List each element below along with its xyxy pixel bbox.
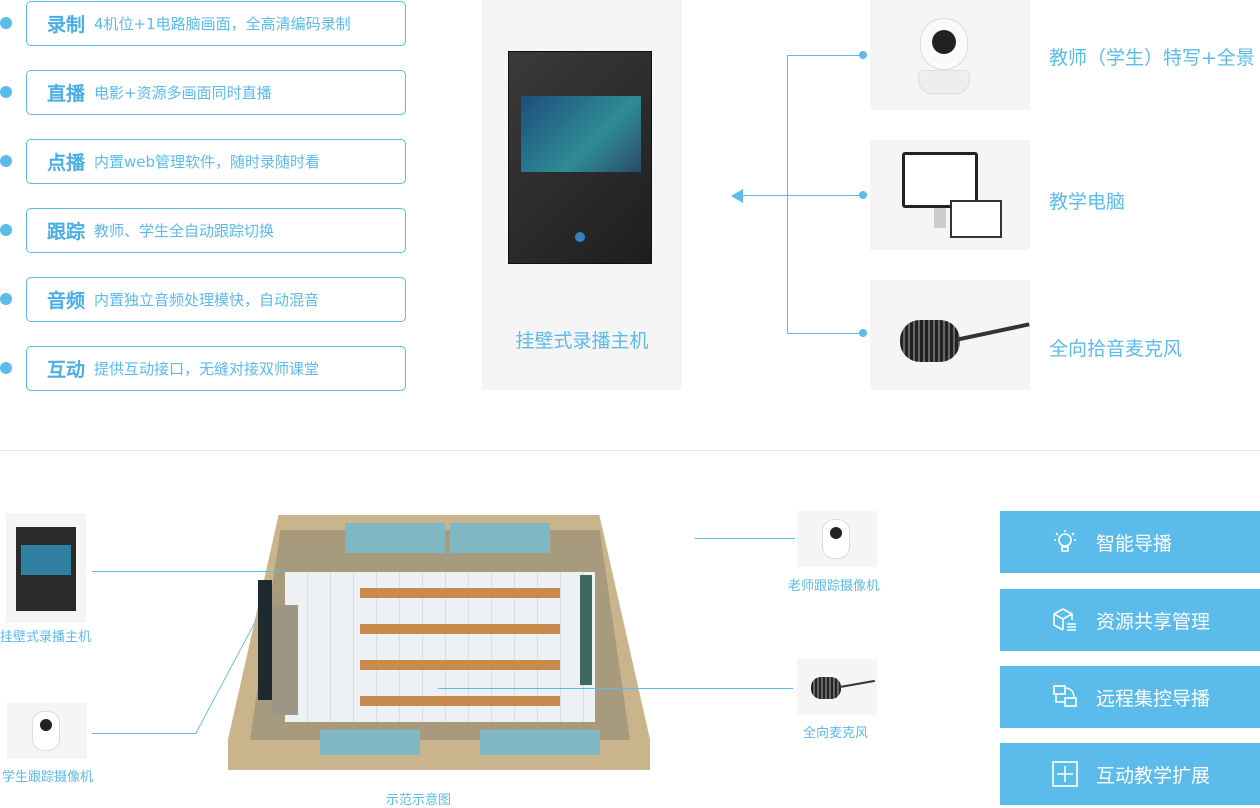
device-label: 教学电脑 <box>1049 191 1126 213</box>
bullet-dot <box>0 224 12 236</box>
student-camera-thumbnail <box>7 703 87 759</box>
connector-line <box>92 733 196 734</box>
microphone-icon <box>870 280 1030 390</box>
bullet-dot <box>0 293 12 305</box>
arrow-left-icon <box>731 189 743 203</box>
resource-sharing-button[interactable]: 资源共享管理 <box>1000 589 1260 651</box>
feature-vod: 点播内置web管理软件，随时录随时看 <box>26 139 406 184</box>
button-label: 远程集控导播 <box>1096 687 1211 710</box>
ptz-camera-icon <box>870 0 1030 110</box>
button-label: 互动教学扩展 <box>1096 764 1211 787</box>
power-button-icon <box>575 232 585 242</box>
host-caption: 挂壁式录播主机 <box>0 630 92 645</box>
student-camera-caption: 学生跟踪摄像机 <box>2 770 94 785</box>
feature-live: 直播电影+资源多画面同时直播 <box>26 70 406 115</box>
remote-screens-icon <box>1052 684 1078 710</box>
connector-line <box>787 55 863 56</box>
button-label: 资源共享管理 <box>1096 610 1211 633</box>
feature-desc: 内置独立音频处理模快，自动混音 <box>94 291 320 309</box>
bullet-dot <box>0 17 12 29</box>
bullet-dot <box>0 155 12 167</box>
host-device-image <box>508 51 652 264</box>
button-label: 智能导播 <box>1096 532 1173 555</box>
connector-dot <box>859 51 867 59</box>
section-divider <box>0 450 1260 451</box>
lightbulb-icon <box>1052 529 1078 555</box>
connector-line <box>787 55 788 333</box>
feature-interactive: 互动提供互动接口，无缝对接双师课堂 <box>26 346 406 391</box>
feature-desc: 内置web管理软件，随时录随时看 <box>94 153 321 171</box>
device-label: 教师（学生）特写+全景 <box>1049 47 1255 69</box>
diagram-caption: 示范示意图 <box>386 793 452 808</box>
connector-line <box>787 333 863 334</box>
bullet-dot <box>0 362 12 374</box>
connector-dot <box>859 329 867 337</box>
feature-audio: 音频内置独立音频处理模快，自动混音 <box>26 277 406 322</box>
connector-line <box>742 195 863 196</box>
smart-directing-button[interactable]: 智能导播 <box>1000 511 1260 573</box>
device-label: 全向拾音麦克风 <box>1049 338 1183 360</box>
host-label: 挂壁式录播主机 <box>515 330 649 352</box>
computer-icon <box>870 140 1030 250</box>
feature-title: 互动 <box>47 359 86 381</box>
microphone-thumbnail <box>797 659 877 715</box>
device-screen <box>521 96 641 172</box>
feature-title: 跟踪 <box>47 221 86 243</box>
host-thumbnail <box>6 513 86 623</box>
bullet-dot <box>0 86 12 98</box>
feature-desc: 电影+资源多画面同时直播 <box>94 84 272 102</box>
teacher-camera-thumbnail <box>797 511 877 567</box>
connector-dot <box>859 191 867 199</box>
cube-list-icon <box>1052 607 1078 633</box>
feature-desc: 提供互动接口，无缝对接双师课堂 <box>94 360 320 378</box>
feature-title: 点播 <box>47 152 86 174</box>
feature-title: 音频 <box>47 290 86 312</box>
plus-square-icon <box>1052 761 1078 787</box>
feature-title: 直播 <box>47 83 86 105</box>
remote-control-button[interactable]: 远程集控导播 <box>1000 666 1260 728</box>
feature-record: 录制 4机位+1电路脑画面，全高清编码录制 <box>26 1 406 46</box>
interactive-teaching-button[interactable]: 互动教学扩展 <box>1000 743 1260 805</box>
feature-desc: 4机位+1电路脑画面，全高清编码录制 <box>94 15 351 33</box>
connector-line <box>695 538 795 539</box>
teacher-camera-caption: 老师跟踪摄像机 <box>788 579 880 594</box>
microphone-caption: 全向麦克风 <box>803 726 869 741</box>
feature-title: 录制 <box>47 14 86 36</box>
feature-tracking: 跟踪教师、学生全自动跟踪切换 <box>26 208 406 253</box>
connector-line <box>438 688 793 689</box>
connector-line <box>92 571 286 572</box>
feature-desc: 教师、学生全自动跟踪切换 <box>94 222 275 240</box>
